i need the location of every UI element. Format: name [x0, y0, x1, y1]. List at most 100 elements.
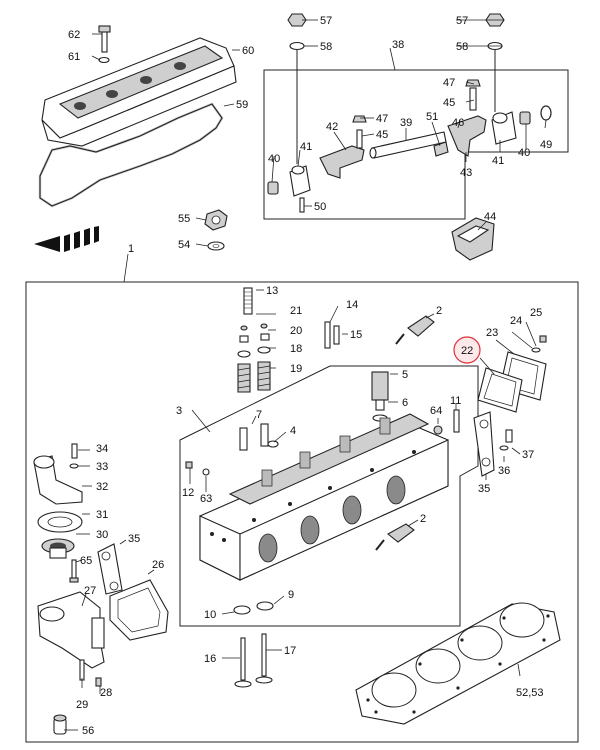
- callout-44: 44: [484, 211, 496, 223]
- callout-16: 16: [204, 653, 216, 665]
- hold-down-nut: [204, 209, 228, 231]
- snap-ring: [540, 105, 552, 121]
- glow-plug-top: [395, 315, 435, 345]
- callout-4: 4: [290, 425, 296, 437]
- callout-24: 24: [510, 315, 522, 327]
- rocker-arm-right: [447, 115, 487, 157]
- callout-51: 51: [426, 111, 438, 123]
- callout-43: 43: [460, 167, 472, 179]
- callout-30: 30: [96, 529, 108, 541]
- dowel-pin: [453, 409, 460, 433]
- valve-springs: [237, 361, 271, 393]
- thermostat: [41, 538, 75, 559]
- callout-47-top: 47: [443, 77, 455, 89]
- valve-keepers: [240, 323, 268, 331]
- valve-stem-seal: [267, 440, 279, 448]
- callout-10: 10: [204, 609, 216, 621]
- callout-39: 39: [400, 117, 412, 129]
- callout-41-right: 41: [492, 155, 504, 167]
- callout-56: 56: [82, 725, 94, 737]
- callout-labels: 57 58 57 58 38 62 61 60 59 47 45 47 45 4…: [68, 15, 552, 737]
- leader-lines: [64, 19, 547, 731]
- callout-64: 64: [430, 405, 442, 417]
- lifting-eye-bolt: [499, 429, 513, 451]
- callout-14: 14: [346, 299, 358, 311]
- callout-21: 21: [290, 305, 302, 317]
- callout-20: 20: [290, 325, 302, 337]
- callout-40-left: 40: [268, 153, 280, 165]
- housing-bolt-28: [95, 677, 102, 687]
- callout-40-right: 40: [518, 147, 530, 159]
- rocker-support-right: [491, 111, 517, 145]
- callout-60: 60: [242, 45, 254, 57]
- callout-2-bottom: 2: [420, 513, 426, 525]
- callout-45-top: 45: [443, 97, 455, 109]
- callout-38: 38: [392, 39, 404, 51]
- callout-31: 31: [96, 509, 108, 521]
- head-plug-63: [202, 468, 210, 476]
- direction-arrow-icon: [34, 226, 99, 252]
- callout-35-right: 35: [478, 483, 490, 495]
- callout-46: 46: [452, 117, 464, 129]
- callout-50: 50: [314, 201, 326, 213]
- rocker-pin: [299, 197, 305, 213]
- callout-18: 18: [290, 343, 302, 355]
- plug-64: [433, 425, 443, 435]
- thermostat-washer: [69, 463, 79, 469]
- hold-down-washer: [207, 241, 225, 251]
- valve-seat-inserts: [233, 601, 274, 615]
- callout-45-mid: 45: [376, 129, 388, 141]
- rocker-spring: [433, 141, 449, 157]
- head-bolt-12: [185, 461, 193, 469]
- callout-15: 15: [350, 329, 362, 341]
- callout-41-left: 41: [300, 141, 312, 153]
- callout-9: 9: [288, 589, 294, 601]
- callout-1: 1: [128, 243, 134, 255]
- fuel-injector: [371, 371, 389, 411]
- water-outlet-housing: [37, 591, 105, 669]
- callout-42: 42: [326, 121, 338, 133]
- callout-29: 29: [76, 699, 88, 711]
- rocker-support-left: [289, 165, 311, 197]
- callout-47-mid: 47: [376, 113, 388, 125]
- callout-55: 55: [178, 213, 190, 225]
- cylinder-head-stud: [243, 287, 253, 315]
- exhaust-valve: [255, 633, 273, 684]
- temperature-sender: [53, 714, 67, 735]
- housing-bolt-29: [79, 659, 85, 681]
- callout-7: 7: [256, 409, 262, 421]
- intake-valve: [234, 637, 252, 688]
- valve-cover-washer: [98, 56, 110, 64]
- callout-57-left: 57: [320, 15, 332, 27]
- head-gasket: [355, 602, 561, 725]
- callout-37: 37: [522, 449, 534, 461]
- callout-25: 25: [530, 307, 542, 319]
- thermostat-bolt: [71, 443, 78, 459]
- thermostat-housing: [33, 455, 83, 505]
- callout-59: 59: [236, 99, 248, 111]
- callout-32: 32: [96, 481, 108, 493]
- thermostat-gasket: [37, 511, 83, 533]
- callout-3: 3: [176, 405, 182, 417]
- valve-cover-gasket: [38, 102, 224, 208]
- callout-12: 12: [182, 487, 194, 499]
- lifting-eye-right: [473, 411, 495, 477]
- water-outlet-gasket: [109, 579, 169, 641]
- callout-35-left: 35: [128, 533, 140, 545]
- valve-cover: [41, 37, 237, 147]
- adjuster-screw-2: [352, 115, 367, 149]
- glow-plug-bottom: [375, 523, 415, 551]
- cylinder-head-frame: [179, 365, 479, 627]
- spring-retainers: [237, 346, 271, 358]
- rocker-washer-left: [289, 41, 305, 51]
- cover-plate-gasket: [477, 367, 523, 413]
- lifting-eye-left: [97, 543, 123, 595]
- cover-plate-screws: [531, 335, 547, 353]
- callout-58-right: 58: [456, 41, 468, 53]
- callout-2-top: 2: [436, 305, 442, 317]
- callout-63: 63: [200, 493, 212, 505]
- valve-guides: [239, 423, 269, 451]
- callout-33: 33: [96, 461, 108, 473]
- injector-stud: [324, 321, 340, 349]
